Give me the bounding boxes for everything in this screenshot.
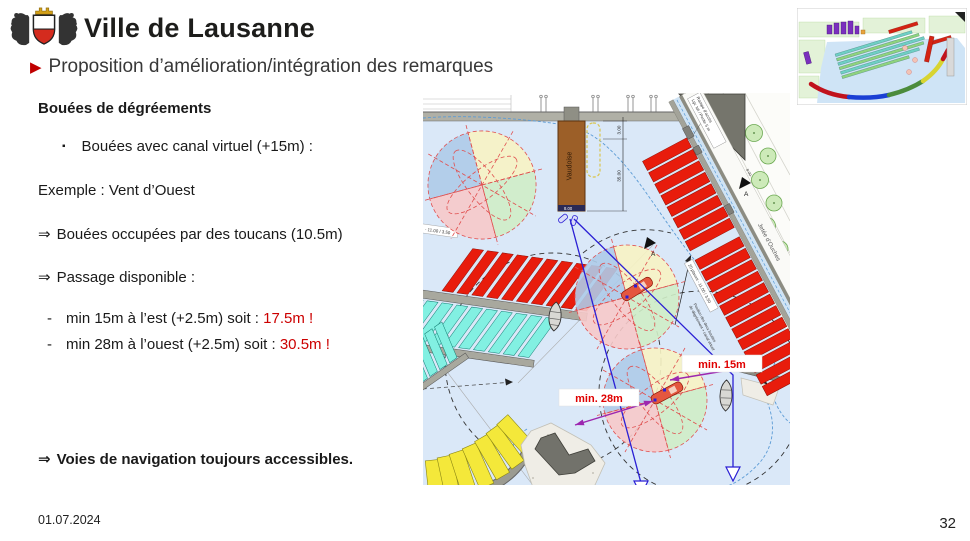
bullet-text: Bouées avec canal virtuel (+15m) :	[81, 138, 313, 155]
boat-west	[548, 301, 562, 332]
jetee-east: Jetée d’Ouches Rampe d’accès Lgr. tot / …	[642, 93, 790, 397]
bullet-item: ▪ Bouées avec canal virtuel (+15m) :	[62, 138, 313, 155]
lausanne-logo	[10, 7, 78, 46]
conclusion-text: Voies de navigation toujours accessibles…	[56, 451, 354, 468]
harbor-plan-image: - 11.00 / 3.50	[423, 93, 790, 508]
overview-map-thumbnail	[797, 8, 967, 105]
shield-icon	[32, 14, 56, 45]
subtitle-text: Proposition d’amélioration/intégration d…	[48, 56, 494, 77]
point-a-marker-2: A	[739, 177, 751, 198]
north-quay	[423, 93, 683, 122]
implies-line-2: ⇒ Passage disponible :	[38, 268, 195, 286]
section-heading: Bouées de dégréements	[38, 100, 212, 117]
thumb-breakwater	[808, 47, 951, 100]
square-bullet-icon: ▪	[62, 141, 66, 152]
dim-35-label: 35.00	[617, 170, 622, 182]
dash2-text: min 28m à l’ouest (+2.5m) soit :	[66, 336, 280, 353]
clearance-15m: min. 15m	[669, 354, 763, 382]
stone-mole	[520, 422, 606, 502]
marker-a-label: A	[651, 251, 656, 258]
page-number: 32	[939, 515, 956, 532]
dimension-lines: 3.00 35.00	[587, 117, 627, 212]
implies-text-1: Bouées occupées par des toucans (10.5m)	[56, 226, 343, 243]
dash2-value: 30.5m !	[279, 336, 330, 353]
thumb-north-icon	[955, 12, 965, 22]
lion-right-icon	[58, 12, 78, 46]
left-dim-label: - 11.00 / 3.50	[425, 227, 452, 236]
wind-rose-1	[423, 124, 543, 246]
thumb-buoys	[902, 45, 918, 75]
dim-3-label: 3.00	[617, 125, 622, 134]
vaudoise-boat: Vaudoise 8.00	[557, 106, 586, 226]
page-title: Ville de Lausanne	[84, 13, 315, 43]
ghost-boat-outline	[586, 122, 601, 178]
marker-a-label: A	[744, 191, 749, 198]
dash1-value: 17.5m !	[263, 310, 314, 327]
pontoon-small-cyan	[423, 321, 470, 401]
berths-jetee-red	[642, 137, 790, 397]
thumb-red-pier	[924, 35, 935, 63]
dash-marker: -	[47, 310, 52, 327]
min15-label: min. 15m	[698, 359, 746, 371]
thumb-east-pier	[946, 37, 955, 77]
min28-label: min. 28m	[575, 393, 623, 405]
dash-item-1: -min 15m à l’est (+2.5m) soit : 17.5m !	[47, 310, 313, 327]
dash-marker: -	[47, 336, 52, 353]
implies-line-1: ⇒ Bouées occupées par des toucans (10.5m)	[38, 225, 343, 243]
crown-icon	[35, 7, 53, 15]
dash1-text: min 15m à l’est (+2.5m) soit :	[66, 310, 264, 327]
double-arrow-icon: ⇒	[38, 451, 51, 468]
footer-date: 01.07.2024	[38, 513, 101, 527]
implies-text-2: Passage disponible :	[56, 269, 196, 286]
lion-left-icon	[10, 12, 30, 46]
point-a-marker-1: A	[644, 237, 656, 258]
thumb-buildings	[803, 20, 866, 65]
double-arrow-icon: ⇒	[38, 226, 51, 243]
red-triangle-icon: ▶	[30, 59, 42, 76]
boat-east	[719, 379, 733, 412]
dash-item-2: -min 28m à l’ouest (+2.5m) soit : 30.5m …	[47, 336, 330, 353]
double-arrow-icon: ⇒	[38, 269, 51, 286]
vaudoise-label: Vaudoise	[567, 152, 574, 181]
vaudoise-beam-label: 8.00	[564, 206, 573, 211]
wind-rose-3	[596, 341, 714, 459]
conclusion-line: ⇒ Voies de navigation toujours accessible…	[38, 450, 353, 468]
pontoon-west	[423, 248, 618, 368]
subtitle: ▶ Proposition d’amélioration/intégration…	[30, 56, 493, 78]
buoy-boat-2	[650, 381, 684, 405]
example-line: Exemple : Vent d’Ouest	[38, 182, 195, 199]
map-bottom-margin	[423, 485, 790, 508]
jetee-dim-label: 8.00	[745, 168, 752, 176]
clearance-28m: min. 28m	[558, 388, 654, 426]
